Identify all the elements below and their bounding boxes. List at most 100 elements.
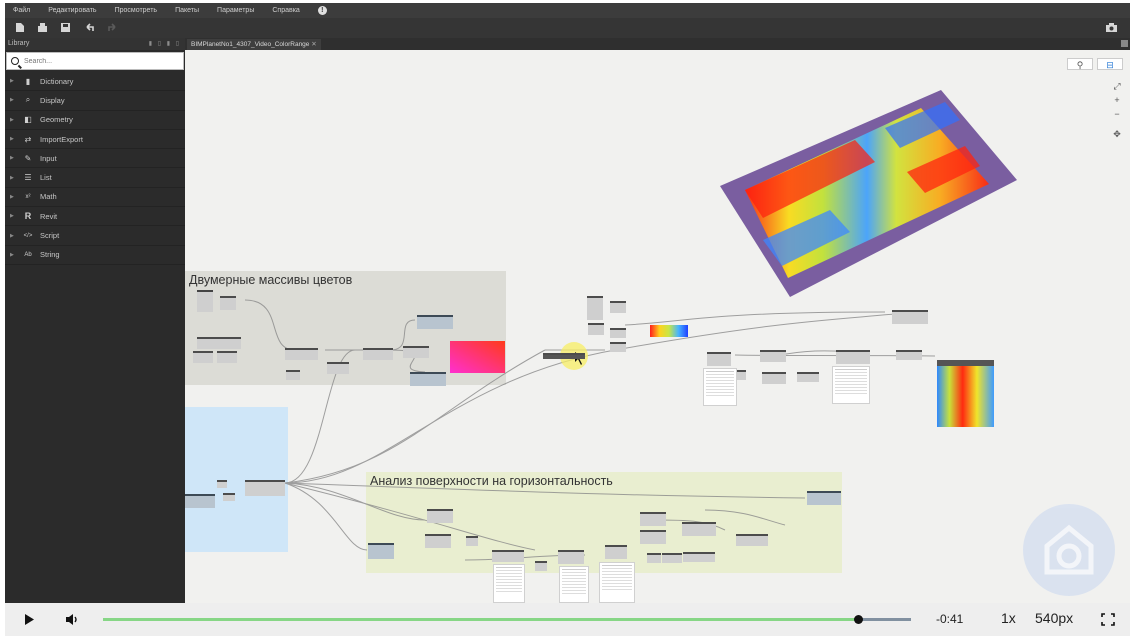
library-category-display[interactable]: ▶⌕Display: [5, 91, 185, 111]
library-category-dictionary[interactable]: ▶▮Dictionary: [5, 72, 185, 92]
node[interactable]: [403, 346, 429, 358]
node[interactable]: [662, 553, 682, 563]
pan-icon[interactable]: ✥: [1113, 129, 1121, 139]
library-category-input[interactable]: ▶✎Input: [5, 149, 185, 169]
node[interactable]: [807, 491, 841, 505]
node[interactable]: [610, 328, 626, 338]
node[interactable]: [492, 550, 524, 562]
node[interactable]: [185, 494, 215, 508]
quality-button[interactable]: 540px: [1035, 610, 1074, 626]
library-category-list[interactable]: ▶☰List: [5, 168, 185, 188]
library-category-importexport[interactable]: ▶⇄ImportExport: [5, 130, 185, 150]
node[interactable]: [197, 337, 241, 349]
node[interactable]: [707, 352, 731, 366]
node[interactable]: [587, 296, 603, 320]
save-icon[interactable]: [60, 22, 71, 33]
library-category-geometry[interactable]: ▶◧Geometry: [5, 111, 185, 130]
node[interactable]: [427, 509, 453, 523]
node[interactable]: [640, 512, 666, 526]
fullscreen-icon[interactable]: [1101, 611, 1115, 628]
library-search[interactable]: [6, 52, 184, 70]
graph-canvas[interactable]: Двумерные массивы цветов Анализ поверхно…: [185, 50, 1130, 603]
node[interactable]: [896, 350, 922, 360]
node[interactable]: [535, 561, 547, 571]
list-watch-node[interactable]: [832, 366, 870, 404]
list-watch-node[interactable]: [493, 564, 525, 603]
node[interactable]: [466, 536, 478, 546]
magnifier-icon: ⌕: [25, 95, 31, 105]
progress-bar[interactable]: [103, 615, 911, 624]
info-icon[interactable]: !: [317, 6, 327, 15]
node[interactable]: [220, 296, 236, 310]
node[interactable]: [223, 493, 235, 501]
node[interactable]: [217, 480, 227, 488]
node[interactable]: [417, 315, 453, 329]
playback-speed-button[interactable]: 1x: [1001, 610, 1016, 626]
node[interactable]: [736, 534, 768, 546]
undo-icon[interactable]: [84, 22, 95, 33]
redo-icon[interactable]: [107, 22, 118, 33]
node[interactable]: [217, 351, 237, 363]
graph-view-toggle[interactable]: ⊟: [1097, 58, 1123, 70]
camera-icon[interactable]: [1105, 22, 1118, 33]
node[interactable]: [285, 348, 318, 360]
node[interactable]: [425, 534, 451, 548]
list-watch-node[interactable]: [703, 368, 737, 406]
workspace-menu-icon[interactable]: [1121, 40, 1128, 47]
node[interactable]: [760, 350, 786, 362]
library-category-script[interactable]: ▶</>Script: [5, 226, 185, 246]
new-file-icon[interactable]: [14, 22, 25, 33]
node[interactable]: [647, 553, 661, 563]
menu-settings[interactable]: Параметры: [217, 7, 255, 14]
node[interactable]: [327, 362, 349, 374]
node[interactable]: [797, 372, 819, 382]
node[interactable]: [762, 372, 786, 384]
node[interactable]: [610, 301, 626, 313]
node[interactable]: [410, 372, 446, 386]
node[interactable]: [734, 370, 746, 380]
workspace-tab[interactable]: BIMPlanetNo1_4307_Video_ColorRange ✕: [187, 39, 321, 50]
node[interactable]: [193, 351, 213, 363]
zoom-to-fit-icon[interactable]: ⤢: [1113, 81, 1121, 91]
node[interactable]: [836, 350, 870, 364]
node[interactable]: [683, 552, 715, 562]
node[interactable]: [640, 530, 666, 544]
play-icon[interactable]: [23, 611, 35, 628]
menu-view[interactable]: Просмотреть: [114, 7, 158, 14]
node[interactable]: [197, 290, 213, 312]
volume-icon[interactable]: [64, 611, 80, 628]
zoom-in-icon[interactable]: +: [1114, 95, 1120, 105]
library-search-input[interactable]: [24, 57, 174, 65]
library-controls[interactable]: ▮ ▯ ▮ ▯: [148, 41, 181, 47]
colors-group[interactable]: Двумерные массивы цветов: [185, 271, 506, 291]
close-tab-icon[interactable]: ✕: [311, 41, 317, 48]
node[interactable]: [245, 480, 285, 496]
node[interactable]: [363, 348, 393, 360]
menu-packages[interactable]: Пакеты: [175, 7, 200, 14]
node[interactable]: [588, 323, 604, 335]
progress-thumb[interactable]: [854, 615, 864, 624]
analysis-group[interactable]: Анализ поверхности на горизонтальность: [366, 472, 842, 492]
node[interactable]: [558, 550, 584, 564]
open-file-icon[interactable]: [37, 22, 48, 33]
math-icon: x²: [25, 193, 31, 200]
node[interactable]: [286, 370, 300, 380]
node[interactable]: [682, 522, 716, 536]
node[interactable]: [368, 543, 394, 559]
selected-node[interactable]: [543, 353, 585, 359]
node[interactable]: [605, 545, 627, 559]
node[interactable]: [610, 342, 626, 352]
expand-arrow-icon: ▶: [10, 78, 14, 85]
list-watch-node[interactable]: [599, 562, 635, 603]
menu-help[interactable]: Справка: [272, 7, 300, 14]
node[interactable]: [892, 310, 928, 324]
menu-file[interactable]: Файл: [13, 7, 31, 14]
list-watch-node[interactable]: [559, 566, 589, 603]
menu-edit[interactable]: Редактировать: [48, 7, 97, 14]
library-category-label: String: [40, 250, 60, 260]
zoom-out-icon[interactable]: −: [1114, 109, 1120, 119]
geometry-view-toggle[interactable]: ⚲: [1067, 58, 1093, 70]
